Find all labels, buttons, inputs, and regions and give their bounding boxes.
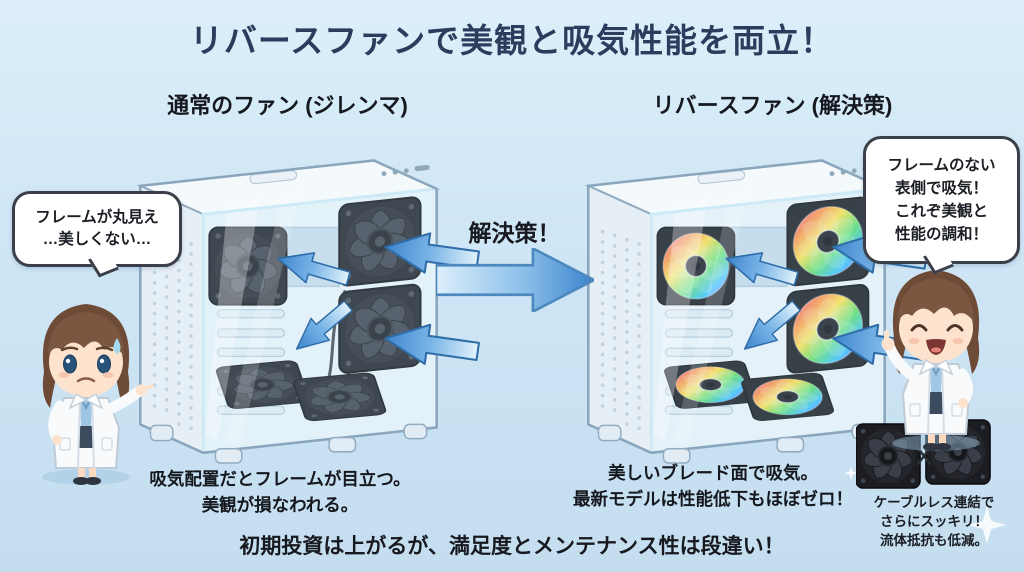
bubble-line: フレームのない	[887, 156, 996, 174]
scientist-character-happy	[881, 270, 980, 451]
sweat-drop-icon	[113, 338, 121, 354]
speech-bubble-solution: フレームのない 表側で吸気！ これぞ美観と 性能の調和！	[863, 136, 1020, 264]
caption-line: 美しいブレード面で吸気。	[608, 463, 818, 483]
note-line: さらにスッキリ！	[880, 513, 988, 529]
solution-arrow-icon	[436, 248, 594, 312]
footer-message: 初期投資は上がるが、満足度とメンテナンス性は段違い！	[239, 535, 785, 558]
power-buttons	[381, 164, 430, 177]
thumbs-up-hand	[881, 337, 895, 351]
scientist-character-sad	[42, 304, 154, 485]
fan-pair-note: ケーブルレス連結で さらにスッキリ！ 流体抵抗も低減。	[848, 494, 1020, 551]
caption-line: 吸気配置だとフレームが目立つ。	[149, 469, 411, 489]
bubble-line: これぞ美観と	[894, 203, 988, 220]
pc-case-reverse-illustration	[584, 159, 930, 464]
solution-label: 解決策！	[468, 220, 561, 246]
left-caption: 吸気配置だとフレームが目立つ。 美観が損なわれる。	[105, 466, 455, 519]
right-section-heading: リバースファン (解決策)	[652, 93, 893, 118]
page-title: リバースファンで美観と吸気性能を両立！	[189, 22, 835, 59]
vent-dots	[600, 229, 641, 433]
bubble-line: 性能の調和！	[894, 226, 988, 244]
caption-line: 美観が損なわれる。	[201, 495, 359, 516]
bubble-line: …美しくない…	[42, 231, 152, 248]
left-section-heading: 通常のファン (ジレンマ)	[167, 93, 408, 118]
right-caption: 美しいブレード面で吸気。 最新モデルは性能低下もほぼゼロ！	[540, 460, 886, 513]
note-line: 流体抵抗も低減。	[880, 532, 988, 548]
note-line: ケーブルレス連結で	[873, 495, 995, 510]
case-feet	[149, 423, 428, 464]
caption-line: 最新モデルは性能低下もほぼゼロ！	[573, 489, 853, 510]
pc-case-normal-illustration	[136, 159, 482, 464]
bubble-line: 表側で吸気！	[894, 179, 988, 197]
happy-eyes	[910, 324, 964, 332]
speech-bubble-dilemma: フレームが丸見え …美しくない…	[12, 191, 182, 267]
bubble-line: フレームが丸見え	[35, 208, 159, 226]
